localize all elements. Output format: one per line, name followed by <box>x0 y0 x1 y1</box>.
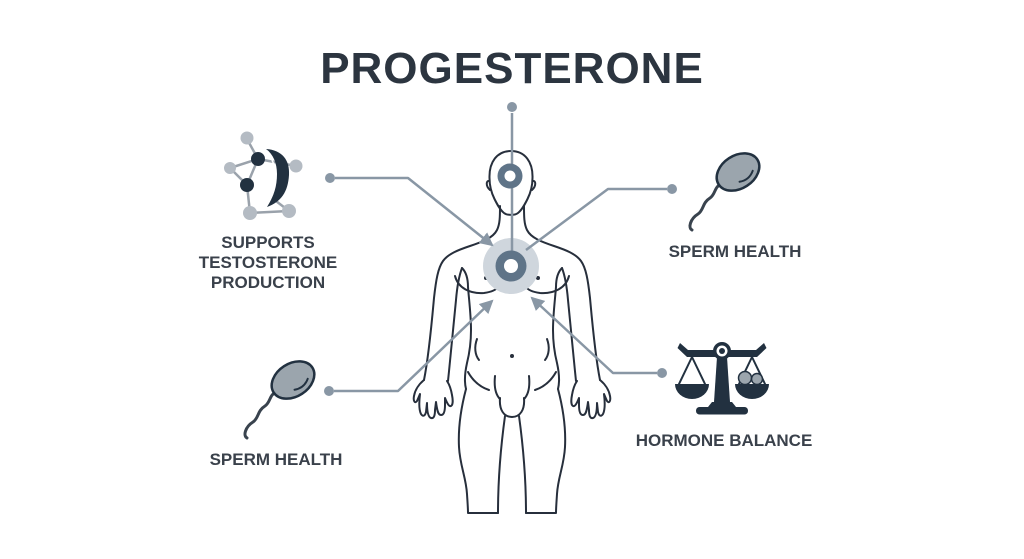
scale-ball <box>750 372 764 386</box>
balance-scale-icon <box>675 342 769 415</box>
molecule-atoms <box>224 131 303 220</box>
left-pan <box>675 384 709 399</box>
scale-ball <box>737 370 753 386</box>
left-hand-outline <box>412 379 454 420</box>
connector-bottom-right <box>530 296 667 378</box>
callout-label-sperm-health-bottom: SPERM HEALTH <box>209 450 343 469</box>
head-ring-icon <box>497 163 523 189</box>
connector-top-left <box>325 173 494 247</box>
molecule-icon <box>224 131 303 220</box>
molecule-crescent <box>266 149 290 207</box>
body-figure <box>412 150 612 514</box>
sperm-icon <box>688 144 768 232</box>
right-hand-outline <box>570 379 612 420</box>
callout-label-sperm-health-top: SPERM HEALTH <box>668 242 802 261</box>
connector-top-right <box>525 184 677 252</box>
page-title: PROGESTERONE <box>320 44 704 93</box>
callout-label-hormone-balance: HORMONE BALANCE <box>635 431 813 450</box>
callout-label-supports-testosterone: SUPPORTS TESTOSTERONE PRODUCTION <box>198 233 338 292</box>
right-pan <box>735 384 769 399</box>
connector-bottom-left <box>324 299 494 396</box>
chest-ring-icon <box>495 250 527 282</box>
sperm-icon <box>243 352 323 440</box>
connectors <box>324 102 677 396</box>
